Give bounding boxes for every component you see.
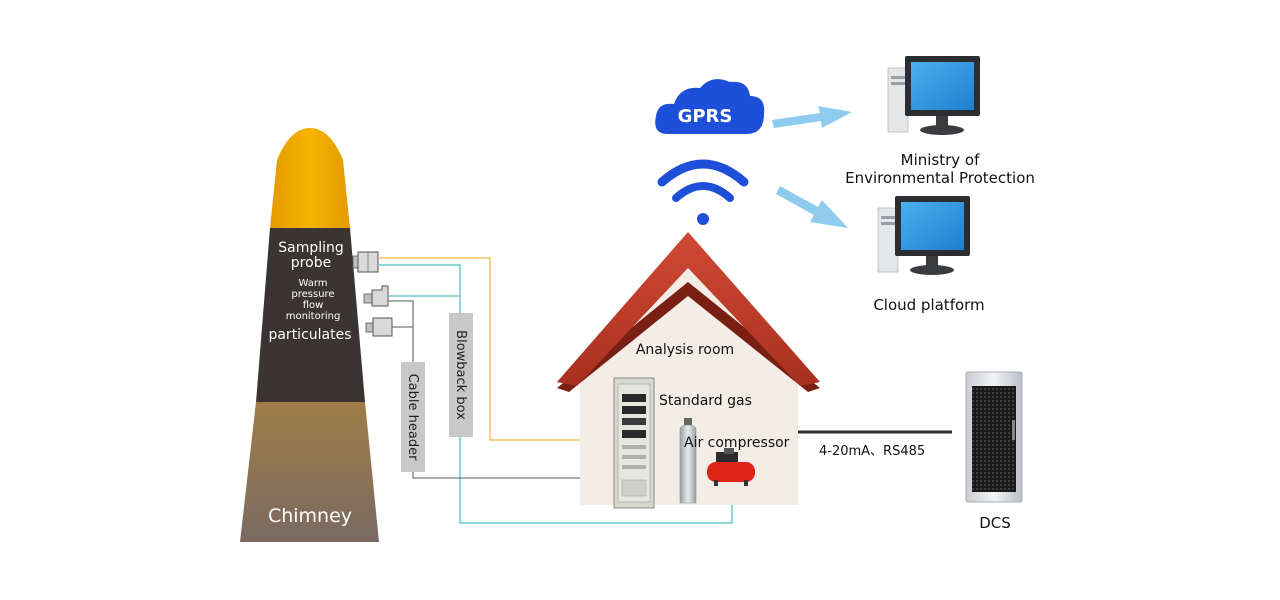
- cloud-platform-label: Cloud platform: [873, 296, 984, 314]
- analyzer-cabinet: [613, 377, 655, 509]
- blowback-box-label: Blowback box: [453, 330, 468, 420]
- chimney-bottom: [240, 402, 379, 542]
- ministry-label-line2: Environmental Protection: [845, 169, 1035, 187]
- gprs-label: GPRS: [678, 106, 733, 127]
- connection-lines: [378, 257, 733, 524]
- flow-monitoring-label-line2: pressure: [291, 289, 334, 300]
- blowback-box: Blowback box: [449, 313, 473, 437]
- chimney-label: Chimney: [268, 505, 352, 527]
- orange-sample-line: [378, 257, 582, 441]
- air-compressor: [707, 448, 755, 486]
- dcs-cabinet: [965, 371, 1023, 503]
- chimney: Chimney Sampling probe Warm pressure flo…: [240, 128, 379, 542]
- cloud-platform-computer: [877, 196, 970, 275]
- gprs-cloud: GPRS: [655, 79, 765, 134]
- flow-monitoring-label-line4: monitoring: [286, 311, 341, 322]
- dcs-label: DCS: [979, 514, 1011, 532]
- house-roof: [557, 232, 820, 386]
- sampling-probe-device: [352, 251, 379, 273]
- analysis-room-house: Analysis room Standard gas Air compresso…: [557, 232, 820, 509]
- analysis-room-label: Analysis room: [636, 342, 734, 358]
- flow-monitoring-label-line1: Warm: [298, 278, 327, 289]
- standard-gas-label: Standard gas: [659, 393, 752, 409]
- cable-header-label: Cable header: [405, 374, 420, 461]
- flow-monitoring-label-line3: flow: [303, 300, 324, 311]
- chimney-top: [270, 128, 350, 228]
- sampling-probe-label-line1: Sampling: [278, 240, 344, 256]
- teal-blowback-line: [378, 264, 733, 524]
- cloud-icon: [655, 79, 765, 134]
- cable-header-box: Cable header: [401, 362, 425, 472]
- sampling-probe-label-line2: probe: [291, 255, 331, 271]
- ministry-computer: [887, 56, 980, 135]
- signal-label: 4-20mA、RS485: [819, 444, 925, 459]
- particulates-label: particulates: [268, 327, 351, 343]
- ministry-label-line1: Ministry of: [901, 151, 980, 169]
- chimney-middle: [256, 228, 365, 402]
- particulates-device: [365, 317, 393, 337]
- gas-cylinder: [679, 418, 697, 504]
- wifi-icon: [657, 159, 749, 225]
- arrow-to-ministry: [772, 106, 852, 128]
- arrow-to-cloud-platform: [776, 186, 848, 228]
- flow-monitor-device: [363, 285, 389, 307]
- air-compressor-label: Air compressor: [684, 435, 790, 451]
